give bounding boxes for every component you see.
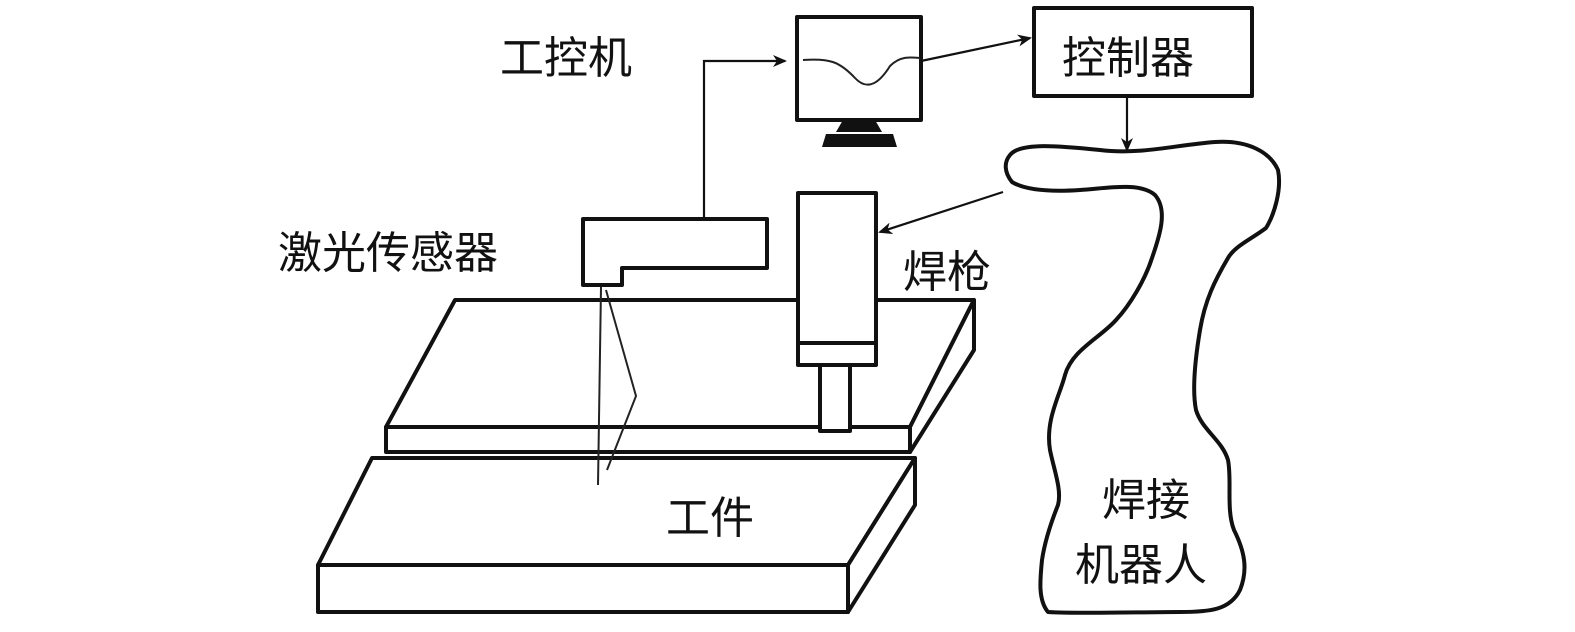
laser-sensor-body	[581, 217, 769, 287]
arrow-robot-to-torch	[878, 190, 1004, 234]
workpiece-upper-side	[908, 298, 976, 454]
workpiece-lower-front	[316, 563, 850, 614]
label-torch: 焊枪	[903, 247, 991, 298]
welding-robot-outline	[1003, 139, 1281, 615]
monitor-screen	[795, 15, 923, 122]
workpiece-upper-top	[384, 298, 976, 429]
monitor-base	[822, 134, 897, 147]
welding-torch	[796, 191, 878, 433]
label-workpiece: 工件	[666, 493, 754, 544]
workpiece-lower-side	[846, 456, 917, 614]
ipc-monitor	[795, 15, 923, 147]
workpiece-lower-top	[316, 456, 917, 567]
label-robot-line1: 焊接	[1102, 475, 1190, 526]
torch-nozzle	[818, 363, 852, 433]
torch-body	[796, 191, 878, 367]
label-ipc: 工控机	[500, 33, 632, 84]
controller-box	[1032, 6, 1254, 98]
monitor-waveform	[802, 56, 921, 86]
label-controller: 控制器	[1062, 33, 1194, 84]
laser-beam	[597, 286, 602, 486]
arrow-ipc-to-controller	[920, 34, 1032, 63]
laser-sensor	[581, 217, 769, 486]
label-robot-line2: 机器人	[1075, 540, 1207, 591]
laser-stripe	[605, 289, 638, 471]
monitor-stand	[836, 120, 882, 132]
label-laser-sensor: 激光传感器	[278, 228, 498, 279]
arrow-sensor-to-ipc	[702, 55, 787, 217]
